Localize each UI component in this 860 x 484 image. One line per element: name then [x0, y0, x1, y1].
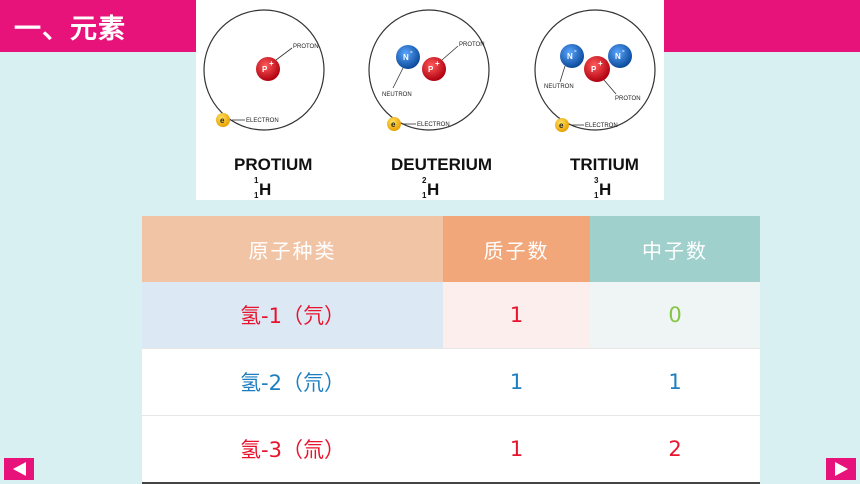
svg-text:NEUTRON: NEUTRON — [544, 84, 574, 90]
tritium-atom: N - N - P + NEUTRON PROTON e ELECTRON TR… — [534, 9, 656, 200]
neutron-sphere — [560, 44, 584, 68]
svg-text:P: P — [591, 65, 597, 74]
electron-sphere — [555, 118, 569, 132]
proton-sphere — [584, 56, 610, 82]
header-neutron-count: 中子数 — [590, 216, 760, 282]
svg-text:3: 3 — [594, 176, 599, 185]
neutron-count-cell: 0 — [590, 282, 760, 348]
header-proton-count: 质子数 — [443, 216, 590, 282]
arrow-right-icon — [834, 462, 848, 476]
svg-text:PROTON: PROTON — [293, 44, 319, 50]
atom-kind-cell: 氢-3（氚） — [142, 416, 443, 482]
svg-text:ELECTRON: ELECTRON — [417, 122, 450, 128]
slide-title: 一、元素 — [0, 0, 196, 52]
svg-text:e: e — [559, 121, 564, 130]
proton-count-cell: 1 — [443, 349, 590, 415]
table-row: 氢-3（氚） 1 2 — [142, 415, 760, 484]
svg-text:-: - — [410, 47, 413, 56]
svg-text:e: e — [220, 116, 225, 125]
deuterium-label: DEUTERIUM — [391, 155, 492, 174]
svg-text:e: e — [391, 120, 396, 129]
atom-kind-cell: 氢-2（氘） — [142, 349, 443, 415]
next-slide-button[interactable] — [826, 458, 856, 480]
svg-text:ELECTRON: ELECTRON — [585, 123, 618, 129]
header-band — [664, 0, 860, 52]
electron-sphere — [387, 117, 401, 131]
atom-kind-cell: 氢-1（氕） — [142, 282, 443, 348]
svg-text:+: + — [435, 59, 440, 68]
isotopes-diagram: P + PROTON e ELECTRON PROTIUM 1 1 H N - … — [203, 9, 656, 200]
svg-text:1: 1 — [254, 191, 259, 200]
protium-atom: P + PROTON e ELECTRON PROTIUM 1 1 H — [203, 9, 325, 200]
svg-text:NEUTRON: NEUTRON — [382, 92, 412, 98]
electron-sphere — [216, 113, 230, 127]
table-row: 氢-2（氘） 1 1 — [142, 348, 760, 415]
neutron-sphere — [396, 45, 420, 69]
neutron-sphere — [608, 44, 632, 68]
svg-text:+: + — [598, 59, 603, 68]
svg-text:1: 1 — [422, 191, 427, 200]
proton-count-cell: 1 — [443, 416, 590, 482]
deuterium-atom: N - P + PROTON NEUTRON e ELECTRON DEUTER… — [368, 9, 492, 200]
table-header-row: 原子种类 质子数 中子数 — [142, 216, 760, 282]
svg-text:1: 1 — [594, 191, 599, 200]
svg-text:PROTON: PROTON — [615, 96, 641, 102]
proton-sphere — [422, 57, 446, 81]
svg-text:ELECTRON: ELECTRON — [246, 118, 279, 124]
previous-slide-button[interactable] — [4, 458, 34, 480]
svg-text:-: - — [574, 46, 577, 55]
svg-text:P: P — [428, 65, 434, 74]
proton-count-cell: 1 — [443, 282, 590, 348]
svg-text:P: P — [262, 65, 268, 74]
tritium-label: TRITIUM — [570, 155, 639, 174]
svg-text:H: H — [427, 180, 439, 199]
svg-text:N: N — [567, 52, 573, 61]
svg-text:H: H — [599, 180, 611, 199]
svg-text:N: N — [403, 53, 409, 62]
protium-label: PROTIUM — [234, 155, 312, 174]
svg-text:N: N — [615, 52, 621, 61]
svg-text:+: + — [269, 59, 274, 68]
proton-sphere — [256, 57, 280, 81]
svg-text:PROTON: PROTON — [459, 42, 485, 48]
svg-text:2: 2 — [422, 176, 427, 185]
arrow-left-icon — [12, 462, 26, 476]
header-atom-kind: 原子种类 — [142, 216, 443, 282]
neutron-count-cell: 2 — [590, 416, 760, 482]
hydrogen-isotopes-figure: P + PROTON e ELECTRON PROTIUM 1 1 H N - … — [196, 0, 664, 200]
neutron-count-cell: 1 — [590, 349, 760, 415]
table-row: 氢-1（氕） 1 0 — [142, 282, 760, 348]
svg-text:1: 1 — [254, 176, 259, 185]
svg-text:H: H — [259, 180, 271, 199]
isotope-table: 原子种类 质子数 中子数 氢-1（氕） 1 0 氢-2（氘） 1 1 氢-3（氚… — [142, 216, 760, 484]
svg-text:-: - — [622, 46, 625, 55]
